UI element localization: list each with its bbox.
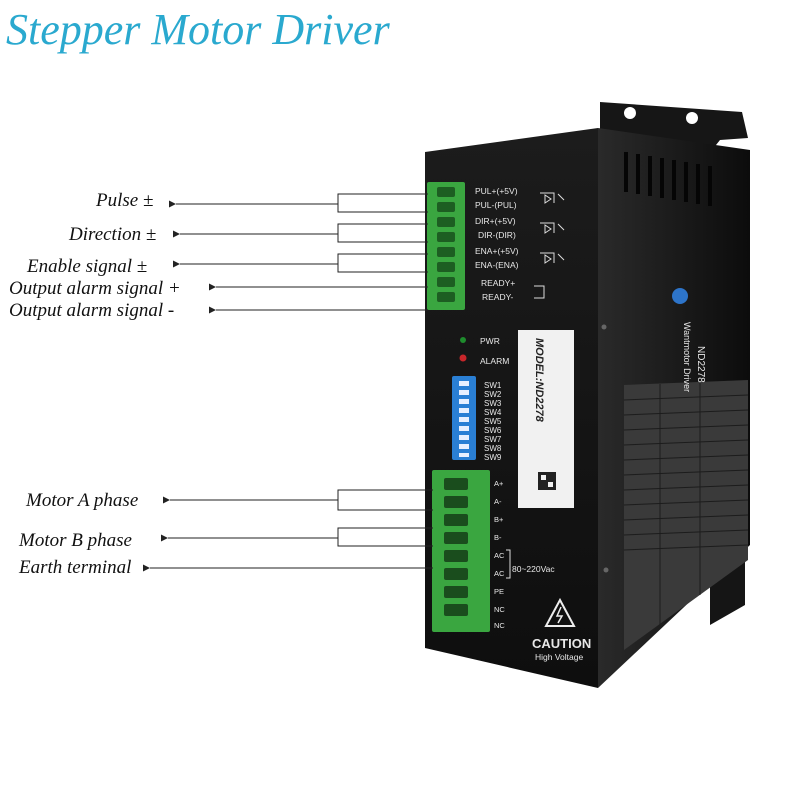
terminal-label: NC [494,621,505,630]
bracket-hole [624,107,636,119]
caution-sublabel: High Voltage [535,652,583,662]
pwr-led [460,337,466,343]
page-title: Stepper Motor Driver [6,5,390,54]
switch-label: SW3 [484,399,502,408]
terminal-label: DIR+(+5V) [475,216,516,226]
switch-label: SW6 [484,426,502,435]
terminal-label: PUL-(PUL) [475,200,517,210]
power-connector-screws [444,478,468,616]
callout-output-alarm-negative: Output alarm signal - [9,300,175,321]
terminal-label: PE [494,587,504,596]
caution-label: CAUTION [532,636,591,651]
terminal-label: B- [494,533,502,542]
signal-connector-screws [437,187,455,302]
power-terminal-labels: A+ A- B+ B- AC AC PE NC NC [494,479,505,630]
high-voltage-warning-icon [544,597,576,627]
side-screw [603,567,609,573]
terminal-label: B+ [494,515,504,524]
terminal-label: ENA+(+5V) [475,246,519,256]
signal-terminal-labels: PUL+(+5V) PUL-(PUL) DIR+(+5V) DIR-(DIR) … [475,186,519,302]
terminal-label: A- [494,497,502,506]
callout-leaders [143,193,433,572]
vent-slots [624,152,712,206]
terminal-label: AC [494,569,505,578]
side-model-label: ND2278 [695,346,706,383]
switch-label: SW8 [484,444,502,453]
terminal-label: READY- [482,292,514,302]
terminal-label: AC [494,551,505,560]
spec-table [624,380,748,650]
callout-motor-a-phase: Motor A phase [26,490,139,511]
switch-label: SW7 [484,435,502,444]
brand-logo-icon [672,288,688,304]
terminal-label: PUL+(+5V) [475,186,518,196]
callout-direction: Direction ± [69,224,157,245]
switch-label: SW9 [484,453,502,462]
callout-earth-terminal: Earth terminal [19,557,132,578]
qr-code [538,472,556,490]
callout-pulse: Pulse ± [96,190,154,211]
side-screw [601,324,607,330]
terminal-label: NC [494,605,505,614]
switch-label: SW4 [484,408,502,417]
alarm-label: ALARM [480,356,509,366]
voltage-label: 80~220Vac [512,564,555,574]
terminal-label: DIR-(DIR) [478,230,516,240]
callout-motor-b-phase: Motor B phase [19,530,132,551]
callout-enable-signal: Enable signal ± [27,256,148,277]
terminal-label: READY+ [481,278,515,288]
pwr-label: PWR [480,336,500,346]
mounting-bracket [600,102,748,150]
optocoupler-icons [534,192,565,299]
callout-output-alarm-positive: Output alarm signal + [9,278,181,299]
voltage-bracket [506,549,511,579]
switch-label: SW5 [484,417,502,426]
model-label: MODEL:ND2278 [533,338,545,423]
side-brand-label: Wantmotor Driver [682,322,692,392]
dip-switch-labels: SW1 SW2 SW3 SW4 SW5 SW6 SW7 SW8 SW9 [484,381,502,462]
bracket-hole [686,112,698,124]
terminal-label: A+ [494,479,504,488]
terminal-label: ENA-(ENA) [475,260,519,270]
switch-label: SW2 [484,390,502,399]
switch-label: SW1 [484,381,502,390]
alarm-led [459,354,467,362]
signal-connector [427,182,465,310]
